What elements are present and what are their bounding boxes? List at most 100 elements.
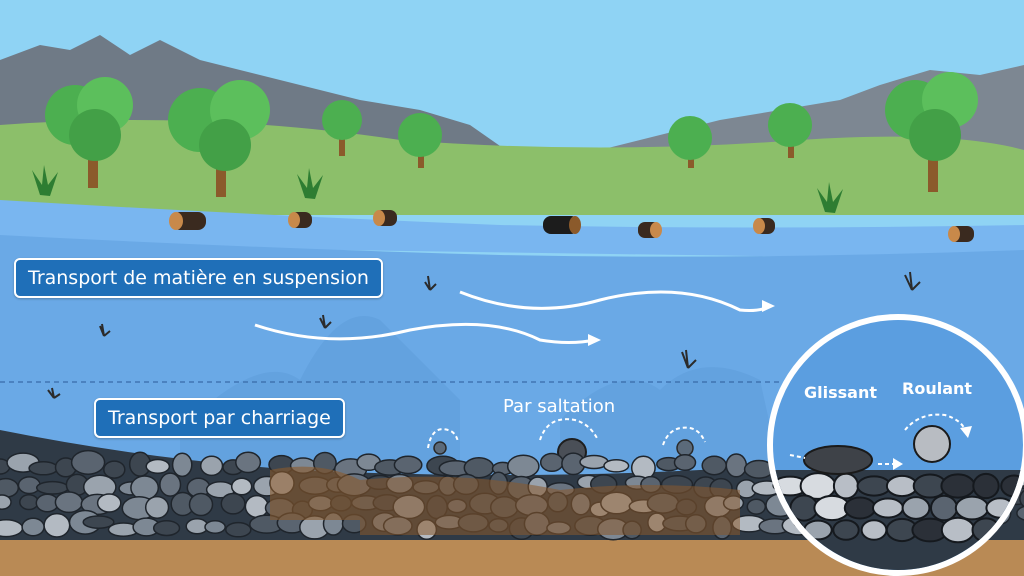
charriage-label: Transport par charriage <box>94 398 345 438</box>
pebble-icon <box>940 516 976 544</box>
pebble-icon <box>725 453 748 478</box>
pebble-icon <box>220 492 246 515</box>
twig-icon <box>904 271 921 291</box>
glissant-label: Glissant <box>804 383 877 402</box>
roll-arrow-icon <box>904 413 967 433</box>
pebble-icon <box>972 472 1000 500</box>
pebble-icon <box>930 494 958 522</box>
saltation-arrow-icon <box>427 428 459 449</box>
log-icon <box>169 212 206 230</box>
tree-icon <box>768 103 812 158</box>
pebble-icon <box>0 519 24 538</box>
pebble-icon <box>244 494 269 519</box>
log-icon <box>948 226 974 242</box>
log-icon <box>288 212 312 228</box>
log-icon <box>543 216 581 234</box>
zoom-stones <box>773 472 1023 544</box>
pebble-icon <box>152 519 181 537</box>
log-icon <box>373 210 397 226</box>
pebble-icon <box>199 455 224 477</box>
pebble-icon <box>1019 489 1024 508</box>
pebble-icon <box>225 521 252 538</box>
grass-field <box>0 120 1024 215</box>
tree-icon <box>45 77 133 188</box>
pebble-icon <box>843 496 877 520</box>
pebble-icon <box>832 519 860 541</box>
pebble-icon <box>171 452 193 478</box>
arrow-head <box>893 458 903 470</box>
sediment-patch <box>360 476 740 535</box>
pebble-icon <box>54 491 84 514</box>
twig-icon <box>681 349 697 369</box>
twig-icon <box>424 275 437 291</box>
pebble-icon <box>506 454 540 479</box>
suspension-label: Transport de matière en suspension <box>14 258 383 298</box>
pebble-icon <box>954 495 990 521</box>
pebble-icon <box>145 458 171 475</box>
pebble-icon <box>433 441 447 455</box>
saltation-arrow-icon <box>539 418 599 441</box>
zoom-inset <box>767 314 1024 576</box>
pebble-icon <box>832 472 860 500</box>
roulant-label: Roulant <box>902 379 973 398</box>
pebble-icon <box>103 460 126 479</box>
water-surface <box>0 200 1024 260</box>
fern-icon <box>817 182 843 213</box>
tree-icon <box>885 72 978 192</box>
sediment-patch <box>270 466 360 520</box>
pebble-icon <box>130 475 160 501</box>
pebble-icon <box>17 476 41 495</box>
log-icon <box>638 222 662 238</box>
saltation-arrow-icon <box>662 426 706 446</box>
twig-icon <box>99 323 111 337</box>
arrow-head <box>960 426 972 438</box>
arrow-head <box>588 334 601 346</box>
pebble-icon <box>940 473 976 499</box>
tree-icon <box>668 116 712 168</box>
flow-arrow-icon <box>459 290 771 312</box>
twig-icon <box>319 314 332 329</box>
slide-arrow-icon <box>789 454 895 465</box>
tree-icon <box>398 113 442 168</box>
pebble-icon <box>144 495 170 519</box>
pebble-icon <box>856 475 892 497</box>
pebble-icon <box>82 515 115 529</box>
pebble-icon <box>204 520 226 534</box>
pebble-icon <box>885 474 919 498</box>
flow-arrow-icon <box>254 322 596 344</box>
pebble-icon <box>860 519 888 541</box>
pebble-icon <box>676 439 694 457</box>
fern-icon <box>32 165 58 196</box>
pebble-icon <box>0 494 12 510</box>
pebble-icon <box>746 498 767 515</box>
pebble-icon <box>235 451 262 474</box>
pebble-icon <box>70 449 106 475</box>
pebble-icon <box>701 455 727 476</box>
rolling-stone <box>913 425 951 463</box>
twig-icon <box>47 387 61 399</box>
pebble-icon <box>539 452 564 473</box>
sliding-stone <box>803 445 873 475</box>
pebble-icon <box>21 517 45 537</box>
pebble-icon <box>901 496 931 520</box>
pebble-icon <box>188 492 214 517</box>
tree-icon <box>322 100 362 156</box>
pebble-icon <box>1016 505 1024 521</box>
arrow-head <box>762 300 775 312</box>
pebble-icon <box>43 512 71 538</box>
tree-icon <box>168 80 270 197</box>
pebble-icon <box>673 453 697 472</box>
pebble-icon <box>159 472 182 497</box>
pebble-icon <box>603 458 630 473</box>
pebble-icon <box>28 461 59 476</box>
pebble-icon <box>230 477 253 496</box>
log-icon <box>753 218 775 234</box>
fern-icon <box>297 168 323 199</box>
saltation-label: Par saltation <box>503 396 616 417</box>
pebble-icon <box>19 493 39 511</box>
pebble-icon <box>96 493 122 513</box>
water-haze <box>560 367 780 470</box>
pebble-icon <box>393 455 423 475</box>
